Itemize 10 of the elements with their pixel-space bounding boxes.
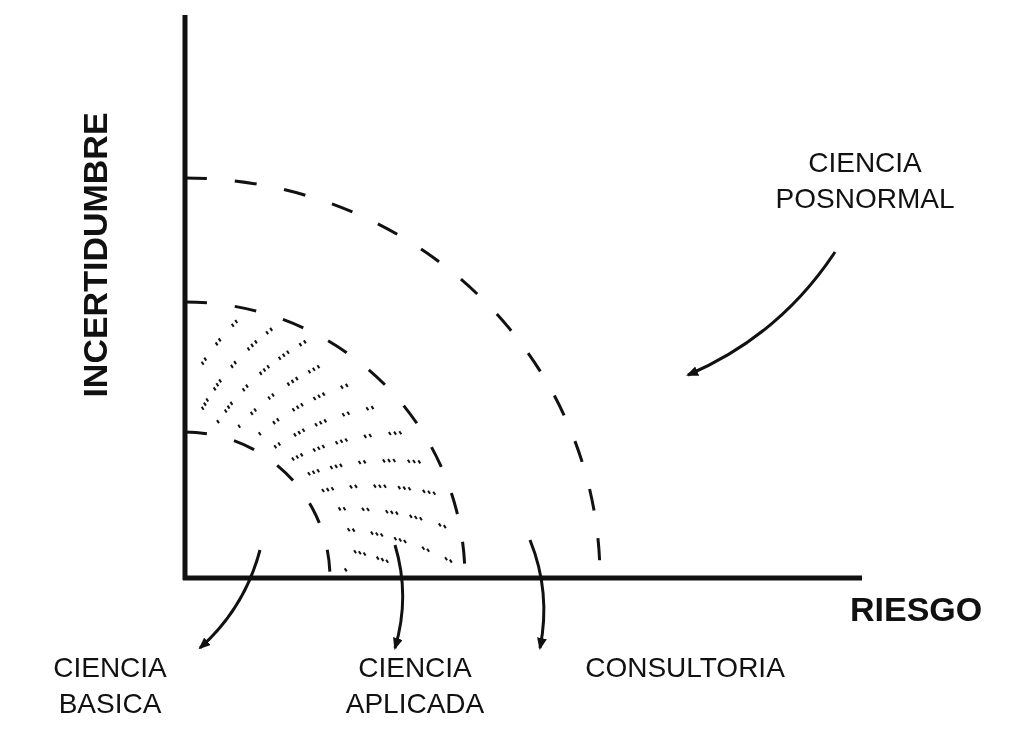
region-label: CIENCIA POSNORMAL	[740, 145, 990, 217]
region-label: CONSULTORIA	[540, 650, 830, 686]
region-label: CIENCIA BASICA	[20, 650, 200, 722]
leader-arrow	[198, 549, 262, 650]
axis-title: RIESGO	[850, 590, 983, 629]
leader-arrow	[528, 539, 547, 650]
region-label: CIENCIA APLICADA	[310, 650, 520, 722]
leader-arrow	[686, 251, 837, 377]
axis-title: INCERTIDUMBRE	[75, 112, 115, 398]
leader-arrow	[392, 544, 405, 650]
